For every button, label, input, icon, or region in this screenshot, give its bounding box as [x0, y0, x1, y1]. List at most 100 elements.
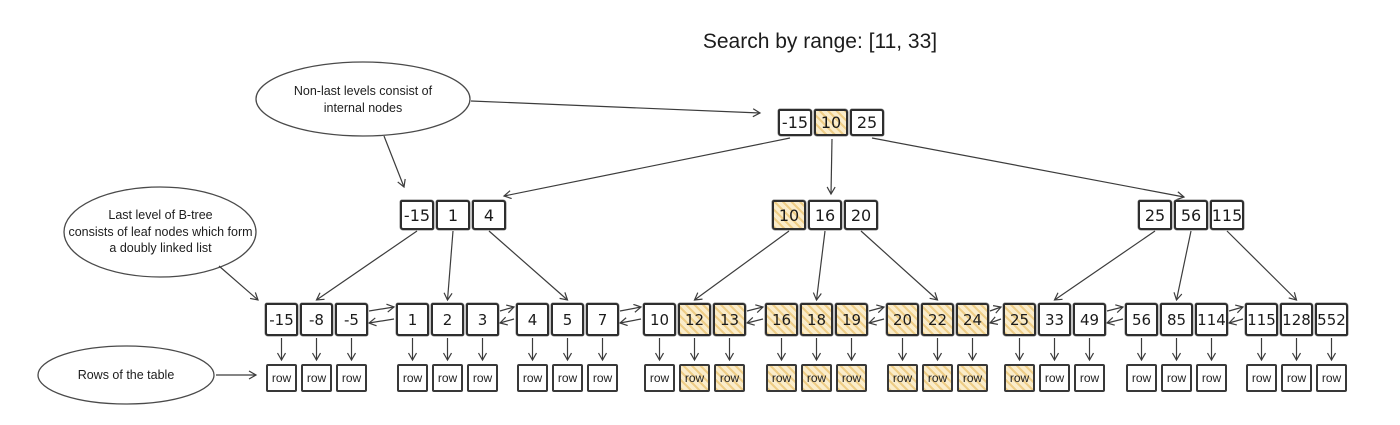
arrow	[368, 307, 394, 311]
table-row-box: row	[887, 364, 918, 392]
annotation-leaf-nodes: Last level of B-tree consists of leaf no…	[68, 207, 253, 256]
table-row-box: row	[1039, 364, 1070, 392]
btree-key-cell: 5	[551, 303, 584, 336]
btree-key-cell: 10	[772, 200, 806, 230]
btree-key-cell: -15	[265, 303, 298, 336]
arrow	[869, 319, 885, 323]
arrow	[470, 100, 760, 113]
btree-key-cell: 10	[643, 303, 676, 336]
btree-key-cell: 128	[1280, 303, 1313, 336]
btree-key-cell: 1	[396, 303, 429, 336]
btree-key-cell: 115	[1210, 200, 1244, 230]
arrow	[218, 265, 258, 300]
table-row-box: row	[301, 364, 332, 392]
arrow	[1055, 230, 1156, 300]
arrow	[871, 137, 1184, 197]
btree-key-cell: 22	[921, 303, 954, 336]
table-row-box: row	[552, 364, 583, 392]
page-title: Search by range: [11, 33]	[702, 30, 938, 53]
btree-key-cell: 49	[1073, 303, 1106, 336]
btree-key-cell: -15	[400, 200, 434, 230]
table-row-box: row	[1126, 364, 1157, 392]
btree-key-cell: 3	[466, 303, 499, 336]
table-row-box: row	[1246, 364, 1277, 392]
table-row-box: row	[587, 364, 618, 392]
btree-key-cell: 13	[713, 303, 746, 336]
arrow	[620, 319, 642, 323]
btree-key-cell: 114	[1195, 303, 1228, 336]
btree-key-cell: 552	[1315, 303, 1348, 336]
table-row-box: row	[467, 364, 498, 392]
annotation-ellipse-internal	[255, 61, 471, 137]
arrow	[695, 230, 790, 300]
btree-key-cell: 4	[472, 200, 506, 230]
table-row-box: row	[957, 364, 988, 392]
btree-key-cell: 7	[586, 303, 619, 336]
arrow	[317, 230, 418, 300]
btree-key-cell: 12	[678, 303, 711, 336]
arrow	[990, 319, 1002, 323]
btree-key-cell: 25	[1138, 200, 1172, 230]
btree-key-cell: 56	[1125, 303, 1158, 336]
table-row-box: row	[644, 364, 675, 392]
arrow	[488, 230, 568, 300]
btree-key-cell: 10	[814, 109, 848, 136]
btree-key-cell: 20	[844, 200, 878, 230]
arrow	[1226, 230, 1297, 300]
arrow	[383, 135, 404, 187]
table-row-box: row	[801, 364, 832, 392]
annotation-internal-nodes: Non-last levels consist of internal node…	[293, 84, 433, 115]
arrow	[747, 319, 764, 323]
table-row-box: row	[679, 364, 710, 392]
btree-key-cell: 16	[808, 200, 842, 230]
btree-key-cell: 115	[1245, 303, 1278, 336]
btree-key-cell: 25	[850, 109, 884, 136]
arrow	[831, 138, 832, 194]
btree-key-cell: -5	[335, 303, 368, 336]
table-row-box: row	[766, 364, 797, 392]
table-row-box: row	[266, 364, 297, 392]
arrow	[369, 319, 395, 323]
table-row-box: row	[1316, 364, 1347, 392]
btree-key-cell: 16	[765, 303, 798, 336]
table-row-box: row	[836, 364, 867, 392]
table-row-box: row	[922, 364, 953, 392]
table-row-box: row	[1281, 364, 1312, 392]
btree-key-cell: -15	[778, 109, 812, 136]
btree-key-cell: -8	[300, 303, 333, 336]
arrow	[817, 230, 826, 300]
table-row-box: row	[517, 364, 548, 392]
btree-key-cell: 2	[431, 303, 464, 336]
table-row-box: row	[1074, 364, 1105, 392]
table-row-box: row	[336, 364, 367, 392]
btree-key-cell: 19	[835, 303, 868, 336]
arrow	[1229, 319, 1244, 323]
arrow	[989, 307, 1001, 311]
arrow	[1107, 319, 1124, 323]
table-row-box: row	[1196, 364, 1227, 392]
btree-key-cell: 18	[800, 303, 833, 336]
arrow	[499, 307, 514, 311]
annotation-ellipse-leaf	[63, 186, 257, 278]
btree-key-cell: 25	[1003, 303, 1036, 336]
arrow	[500, 319, 515, 323]
table-row-box: row	[397, 364, 428, 392]
table-row-box: row	[432, 364, 463, 392]
annotation-ellipse-rows	[37, 345, 215, 405]
arrow	[1228, 307, 1243, 311]
arrow	[448, 230, 454, 300]
btree-key-cell: 20	[886, 303, 919, 336]
btree-key-cell: 1	[436, 200, 470, 230]
